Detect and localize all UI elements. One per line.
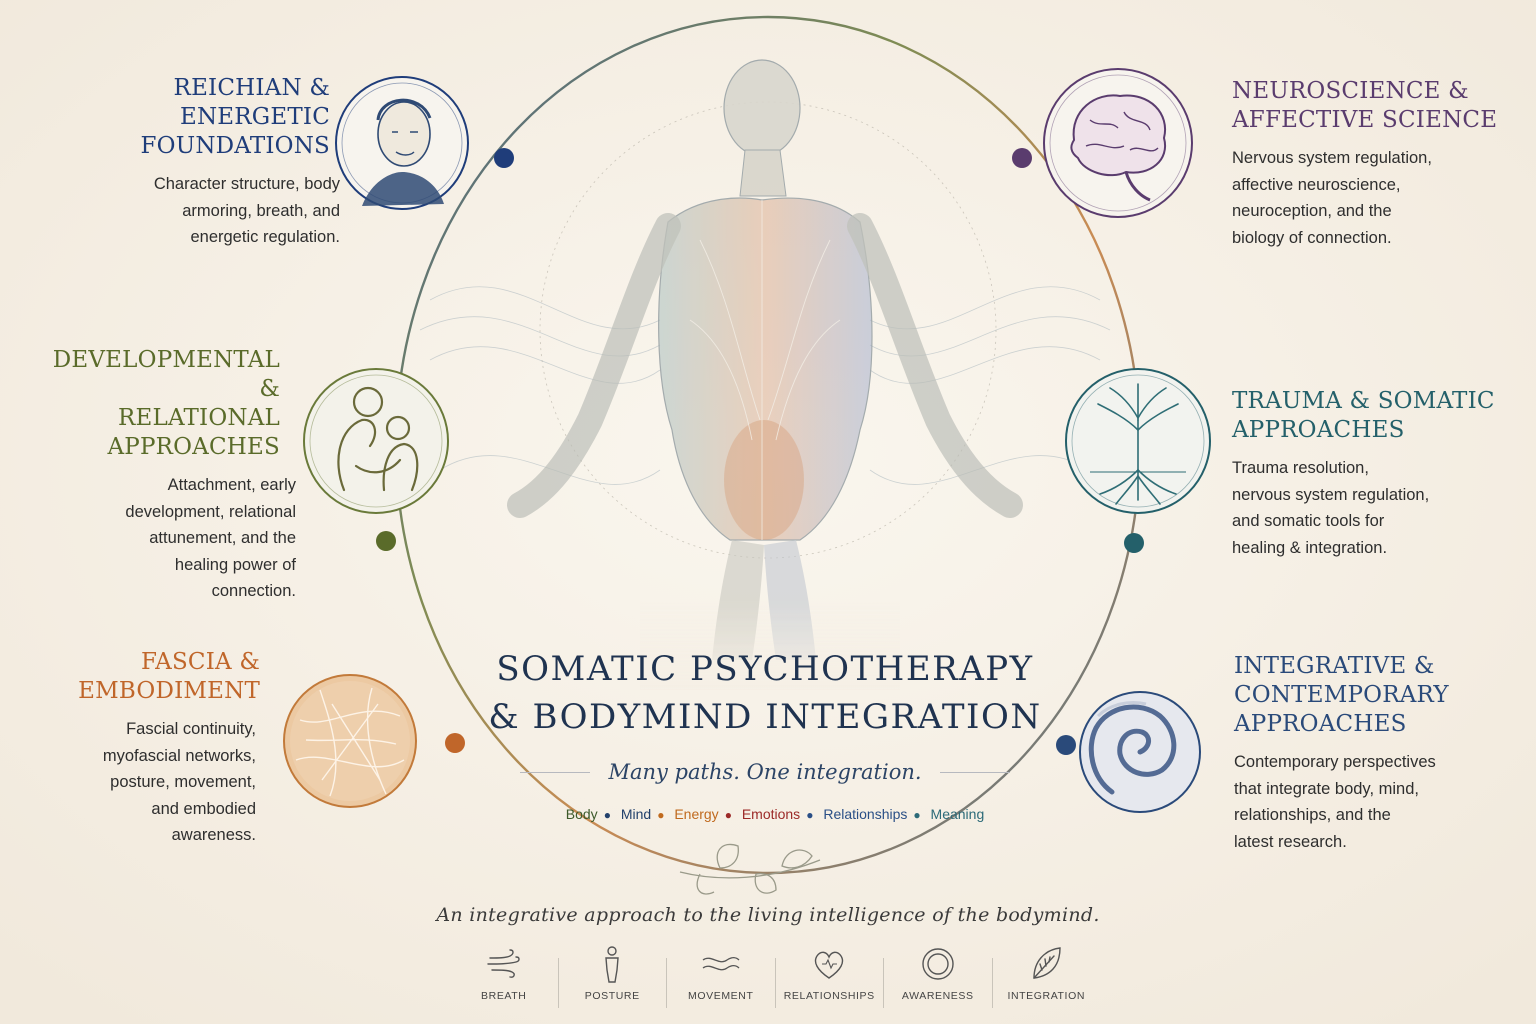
section-developmental-desc: Attachment, early development, relationa… [125,476,296,600]
spiral-icon [1079,691,1201,813]
keyword-separator: ● [913,808,921,822]
ring-dot-reichian [494,148,514,168]
heart-icon [815,951,844,979]
leaf-icon [1033,947,1061,979]
divider [666,958,667,1008]
section-reichian-title: REICHIAN & ENERGETIC FOUNDATIONS [140,75,330,159]
keyword-separator: ● [603,808,611,822]
awareness-icon [922,948,954,980]
icon-label-awareness: AWARENESS [901,990,974,1002]
icon-label-breath: BREATH [481,990,527,1002]
bottom-icon-row: BREATH POSTURE MOVEMENT [450,944,1100,1010]
movement-icon [702,957,740,971]
section-integrative: INTEGRATIVE & CONTEMPORARY APPROACHES Co… [1234,652,1504,855]
section-integrative-title: INTEGRATIVE & CONTEMPORARY APPROACHES [1234,653,1449,737]
portrait-icon [335,76,469,210]
keyword-separator: ● [657,808,665,822]
ring-dot-integrative [1056,735,1076,755]
posture-icon [605,946,620,983]
icon-label-posture: POSTURE [584,990,640,1002]
keyword: Emotions [741,806,801,822]
tagline-rule-left [520,771,591,773]
icon-cell-integration: INTEGRATION [993,944,1101,1002]
icon-label-relationships: RELATIONSHIPS [783,990,875,1002]
section-neuroscience-desc: Nervous system regulation, affective neu… [1232,149,1432,247]
bottom-caption: An integrative approach to the living in… [436,904,1100,926]
main-title: SOMATIC PSYCHOTHERAPY & BODYMIND INTEGRA… [470,645,1060,741]
section-neuroscience-title: NEUROSCIENCE & AFFECTIVE SCIENCE [1232,78,1498,133]
section-developmental-title: DEVELOPMENTAL & RELATIONAL APPROACHES [52,347,280,460]
ring-dot-developmental [376,531,396,551]
icon-cell-relationships: RELATIONSHIPS [776,944,884,1002]
breath-icon [487,949,520,978]
icon-cell-breath: BREATH [450,944,558,1002]
section-fascia: FASCIA & EMBODIMENT Fascial continuity, … [40,648,260,849]
keyword: Energy [674,806,719,822]
icon-cell-movement: MOVEMENT [667,944,775,1002]
divider [774,958,776,1008]
section-fascia-desc: Fascial continuity, myofascial networks,… [102,720,256,844]
parent-child-icon [303,368,449,514]
section-reichian: REICHIAN & ENERGETIC FOUNDATIONS Charact… [40,74,340,251]
main-title-line-1: SOMATIC PSYCHOTHERAPY [496,649,1034,689]
tree-icon [1065,368,1211,514]
icon-label-integration: INTEGRATION [1007,990,1086,1002]
section-fascia-title: FASCIA & EMBODIMENT [78,649,260,704]
brain-icon [1043,68,1193,218]
section-neuroscience: NEUROSCIENCE & AFFECTIVE SCIENCE Nervous… [1232,77,1502,251]
section-reichian-desc: Character structure, body armoring, brea… [153,175,340,246]
section-trauma: TRAUMA & SOMATIC APPROACHES Trauma resol… [1232,387,1502,561]
keyword: Mind [620,806,652,822]
keyword-list: Body ● Mind ● Energy ● Emotions ● Relationsh… [520,806,1030,822]
section-integrative-desc: Contemporary perspectives that integrate… [1234,753,1436,851]
divider [557,958,559,1008]
ring-dot-fascia [445,733,465,753]
keyword-separator: ● [806,808,814,822]
main-title-line-2: & BODYMIND INTEGRATION [488,697,1042,737]
ring-dot-trauma [1124,533,1144,553]
tagline-rule-right [939,771,1010,773]
keyword: Relationships [823,806,908,822]
ring-dot-neuroscience [1012,148,1032,168]
icon-label-movement: MOVEMENT [688,990,754,1002]
section-trauma-title: TRAUMA & SOMATIC APPROACHES [1232,388,1495,443]
tagline-row: Many paths. One integration. [520,752,1010,792]
icon-cell-awareness: AWARENESS [884,944,992,1002]
fascia-web-icon [283,674,417,808]
keyword: Body [565,806,598,822]
divider [991,958,993,1008]
section-trauma-desc: Trauma resolution, nervous system regula… [1232,459,1430,557]
section-developmental: DEVELOPMENTAL & RELATIONAL APPROACHES At… [40,346,296,605]
divider [883,958,884,1008]
keyword-separator: ● [724,808,732,822]
human-figure [507,59,1023,690]
leaf-sprig-decoration [679,843,821,895]
keyword: Meaning [930,806,985,822]
icon-cell-posture: POSTURE [559,944,667,1002]
tagline: Many paths. One integration. [608,760,922,784]
